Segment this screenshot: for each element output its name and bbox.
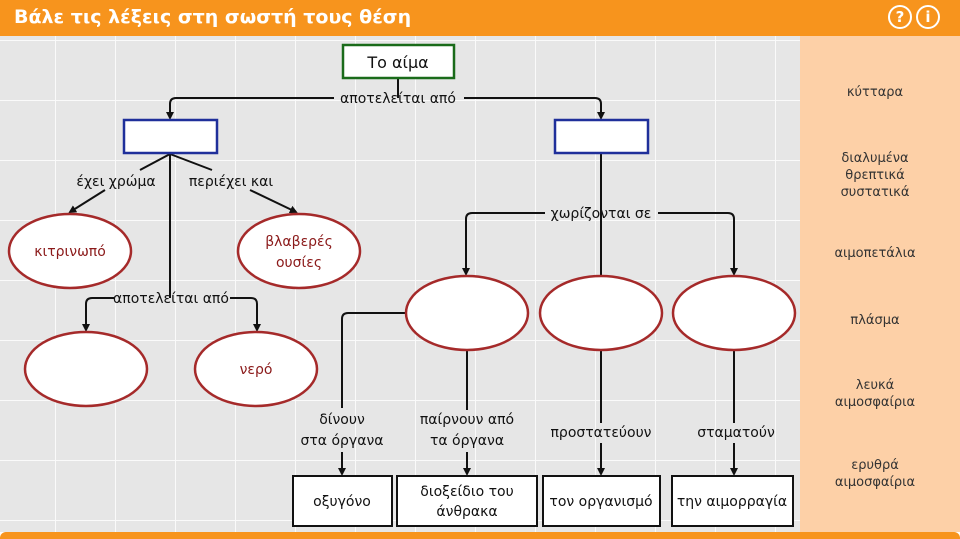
page-title: Βάλε τις λέξεις στη σωστή τους θέση	[14, 6, 412, 28]
footer-bar	[0, 532, 960, 539]
box-co2-line1: διοξείδιο του	[420, 484, 513, 500]
oval-water	[193, 330, 319, 408]
link-stop: σταματούν	[697, 425, 775, 441]
slot-oval-cell-1[interactable]	[404, 274, 530, 352]
word-card-line: πλάσμα	[850, 313, 900, 328]
slot-blood-part-right[interactable]	[553, 118, 650, 155]
word-card-plasma[interactable]: πλάσμα	[800, 312, 950, 329]
info-icon[interactable]: i	[916, 5, 940, 29]
root-label: Το αίμα	[366, 53, 428, 72]
word-card-white-cells[interactable]: λευκά αιμοσφαίρια	[800, 377, 950, 411]
slot-blood-part-left[interactable]	[122, 118, 219, 155]
slot-oval-cell-3[interactable]	[671, 274, 797, 352]
oval-harmful-line2: ουσίες	[276, 255, 322, 271]
word-card-nutrients[interactable]: διαλυμένα θρεπτικά συστατικά	[800, 150, 950, 201]
word-card-line: ερυθρά	[851, 458, 899, 473]
word-card-red-cells[interactable]: ερυθρά αιμοσφαίρια	[800, 457, 950, 491]
link-has-color: έχει χρώμα	[76, 174, 155, 190]
box-bleeding-label: την αιμορραγία	[677, 494, 787, 510]
oval-yellowish	[7, 212, 133, 290]
word-card-line: λευκά	[855, 378, 895, 393]
word-card-cells[interactable]: κύτταρα	[800, 84, 950, 101]
box-organism-label: τον οργανισμό	[549, 494, 652, 510]
oval-yellowish-label: κιτρινωπό	[34, 244, 106, 260]
root-node	[341, 43, 456, 80]
word-card-line: θρεπτικά	[845, 168, 905, 183]
link-give-line1: δίνουν	[319, 412, 365, 428]
link-take-line1: παίρνουν από	[420, 412, 514, 428]
box-oxygen	[292, 475, 393, 527]
link-separated-into: χωρίζονται σε	[551, 206, 652, 222]
word-bank: κύτταρα διαλυμένα θρεπτικά συστατικά αιμ…	[800, 36, 960, 532]
word-card-line: κύτταρα	[846, 85, 904, 100]
link-take-line2: τα όργανα	[430, 433, 504, 449]
word-card-line: διαλυμένα	[841, 151, 909, 166]
concept-map-canvas: αποτελείται από έχει χρώμα περιέχει και …	[0, 36, 800, 532]
oval-harmful-line1: βλαβερές	[265, 234, 333, 250]
link-contains: περιέχει και	[189, 174, 274, 190]
help-icon[interactable]: ?	[888, 5, 912, 29]
word-card-line: αιμοσφαίρια	[834, 475, 916, 490]
concept-map: αποτελείται από έχει χρώμα περιέχει και …	[7, 43, 797, 527]
box-oxygen-label: οξυγόνο	[313, 494, 371, 510]
link-consists-of-left: αποτελείται από	[113, 291, 229, 307]
box-co2-line2: άνθρακα	[436, 504, 497, 520]
word-card-line: αιμοπετάλια	[834, 246, 916, 261]
link-give-line2: στα όργανα	[301, 433, 384, 449]
word-card-line: συστατικά	[840, 185, 910, 200]
box-organism	[542, 475, 661, 527]
oval-water-label: νερό	[240, 362, 273, 378]
link-consists-of: αποτελείται από	[340, 91, 456, 107]
slot-oval-cell-2[interactable]	[538, 274, 664, 352]
header-bar: Βάλε τις λέξεις στη σωστή τους θέση ? i	[0, 0, 960, 36]
word-card-platelets[interactable]: αιμοπετάλια	[800, 245, 950, 262]
box-bleeding	[671, 475, 794, 527]
box-carbon-dioxide	[396, 475, 538, 527]
slot-oval-left-bottom[interactable]	[23, 330, 149, 408]
word-card-line: αιμοσφαίρια	[834, 395, 916, 410]
oval-harmful-substances	[236, 212, 362, 290]
link-protect: προστατεύουν	[551, 425, 652, 441]
